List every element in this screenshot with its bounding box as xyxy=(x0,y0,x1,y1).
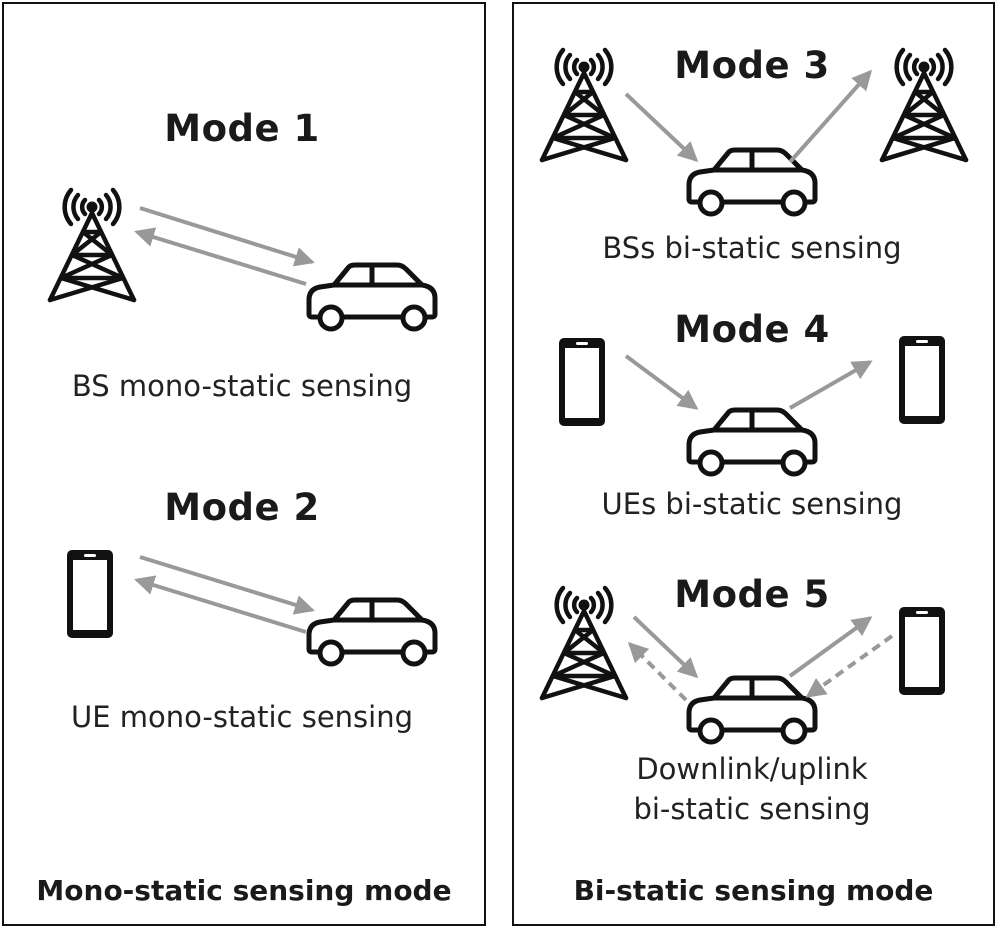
bi-static-panel-caption: Bi-static sensing mode xyxy=(573,874,934,907)
mode-1-caption: BS mono-static sensing xyxy=(71,369,413,403)
echo-arrow xyxy=(134,227,307,286)
mono-static-panel-caption: Mono-static sensing mode xyxy=(36,874,452,907)
mode-5-caption-line-2: bi-static sensing xyxy=(633,792,871,826)
cell-tower-icon xyxy=(542,588,626,698)
incident-arrow xyxy=(624,354,699,410)
cell-tower-icon xyxy=(882,50,966,160)
downlink-incident-arrow xyxy=(632,615,699,679)
cell-tower-icon xyxy=(50,190,134,300)
reflected-arrow xyxy=(789,360,873,410)
car-icon xyxy=(309,265,435,329)
smartphone-icon xyxy=(899,607,945,695)
cell-tower-icon xyxy=(542,50,626,160)
transmit-arrow xyxy=(139,206,315,267)
smartphone-icon xyxy=(899,336,945,424)
car-icon xyxy=(309,600,435,664)
mode-3-title: Mode 3 xyxy=(674,44,830,87)
downlink-reflected-arrow xyxy=(788,616,873,678)
reflected-arrow xyxy=(788,69,872,164)
smartphone-icon xyxy=(67,550,113,638)
mono-static-panel xyxy=(2,2,486,926)
car-icon xyxy=(689,150,815,214)
smartphone-icon xyxy=(559,338,605,426)
mode-2-caption: UE mono-static sensing xyxy=(70,700,413,734)
car-icon xyxy=(689,678,815,742)
mode-4-caption: UEs bi-static sensing xyxy=(601,487,903,521)
uplink-reflected-arrow xyxy=(627,641,688,702)
mode-2-title: Mode 2 xyxy=(164,486,320,529)
mode-4-title: Mode 4 xyxy=(674,308,830,351)
mode-1-title: Mode 1 xyxy=(164,107,320,150)
mode-3-caption: BSs bi-static sensing xyxy=(602,231,902,265)
uplink-incident-arrow xyxy=(805,634,894,698)
incident-arrow xyxy=(624,92,699,163)
car-icon xyxy=(689,410,815,474)
transmit-arrow xyxy=(139,555,315,615)
mode-5-caption-line-1: Downlink/uplink xyxy=(636,752,868,786)
echo-arrow xyxy=(134,575,307,634)
mode-5-title: Mode 5 xyxy=(674,573,830,616)
